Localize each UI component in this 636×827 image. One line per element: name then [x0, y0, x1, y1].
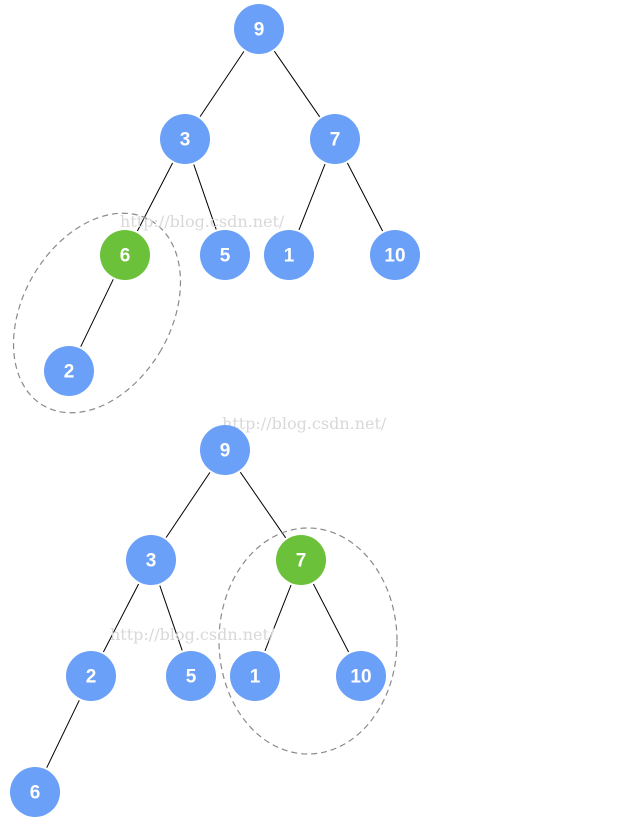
node-label: 9 [254, 20, 265, 41]
node-circle [336, 651, 386, 701]
node-label: 2 [86, 667, 97, 688]
node-circle [200, 425, 250, 475]
node-circle [234, 4, 284, 54]
node-circle [264, 230, 314, 280]
node-label: 3 [180, 130, 191, 151]
edge-t1-6-t1-2 [80, 279, 114, 347]
edge-t2-9-t2-3 [165, 472, 211, 538]
edge-t2-3-t2-2 [102, 583, 140, 653]
edges-layer [46, 50, 384, 768]
node-circle [100, 230, 150, 280]
node-circle [126, 535, 176, 585]
subtree-outline-tree-after [218, 527, 398, 755]
watermark-text: http://blog.csdn.net/ [222, 414, 387, 433]
node-circle [160, 114, 210, 164]
tree-node-t1-3: 3 [160, 114, 210, 164]
watermark-text: http://blog.csdn.net/ [110, 625, 275, 644]
edge-t1-9-t1-7 [273, 50, 321, 118]
watermark-text: http://blog.csdn.net/ [120, 212, 285, 231]
node-label: 6 [120, 246, 131, 267]
node-label: 7 [330, 130, 341, 151]
node-label: 5 [220, 246, 231, 267]
tree-node-t1-1: 1 [264, 230, 314, 280]
edge-t2-7-t2-1 [264, 584, 292, 652]
tree-node-t2-5: 5 [166, 651, 216, 701]
tree-node-t1-2: 2 [44, 346, 94, 396]
node-circle [166, 651, 216, 701]
edge-t1-9-t1-3 [199, 51, 245, 117]
node-circle [310, 114, 360, 164]
edge-t1-7-t1-10 [346, 162, 384, 232]
node-label: 6 [30, 783, 41, 804]
tree-node-t1-5: 5 [200, 230, 250, 280]
node-label: 5 [186, 667, 197, 688]
node-label: 2 [64, 362, 75, 383]
edge-t2-9-t2-7 [239, 471, 287, 539]
nodes-layer: 9 3 7 6 5 1 10 2 9 3 7 2 5 1 10 6 [10, 4, 420, 817]
tree-node-t1-6: 6 [100, 230, 150, 280]
tree-node-t1-7: 7 [310, 114, 360, 164]
node-circle [370, 230, 420, 280]
edge-t1-7-t1-1 [298, 163, 326, 231]
edge-t2-3-t2-5 [159, 585, 183, 651]
tree-node-t2-7: 7 [276, 535, 326, 585]
edge-t1-3-t1-5 [193, 164, 217, 230]
node-label: 1 [284, 246, 295, 267]
tree-node-t2-6: 6 [10, 767, 60, 817]
tree-node-t2-3: 3 [126, 535, 176, 585]
watermark-layer: http://blog.csdn.net/ http://blog.csdn.n… [110, 212, 387, 644]
node-circle [44, 346, 94, 396]
node-circle [200, 230, 250, 280]
node-label: 10 [384, 246, 405, 267]
node-circle [230, 651, 280, 701]
edge-t2-7-t2-10 [312, 583, 350, 653]
tree-node-t1-10: 10 [370, 230, 420, 280]
tree-node-t2-9: 9 [200, 425, 250, 475]
node-label: 9 [220, 441, 231, 462]
tree-node-t2-2: 2 [66, 651, 116, 701]
edge-t1-3-t1-6 [136, 162, 174, 232]
node-label: 1 [250, 667, 261, 688]
tree-node-t2-10: 10 [336, 651, 386, 701]
node-label: 10 [350, 667, 371, 688]
edge-t2-2-t2-6 [46, 700, 80, 768]
node-label: 3 [146, 551, 157, 572]
node-label: 7 [296, 551, 307, 572]
node-circle [276, 535, 326, 585]
subtree-outline-tree-before [12, 212, 182, 414]
tree-node-t2-1: 1 [230, 651, 280, 701]
tree-node-t1-9: 9 [234, 4, 284, 54]
node-circle [66, 651, 116, 701]
node-circle [10, 767, 60, 817]
outline-layer [12, 212, 398, 755]
